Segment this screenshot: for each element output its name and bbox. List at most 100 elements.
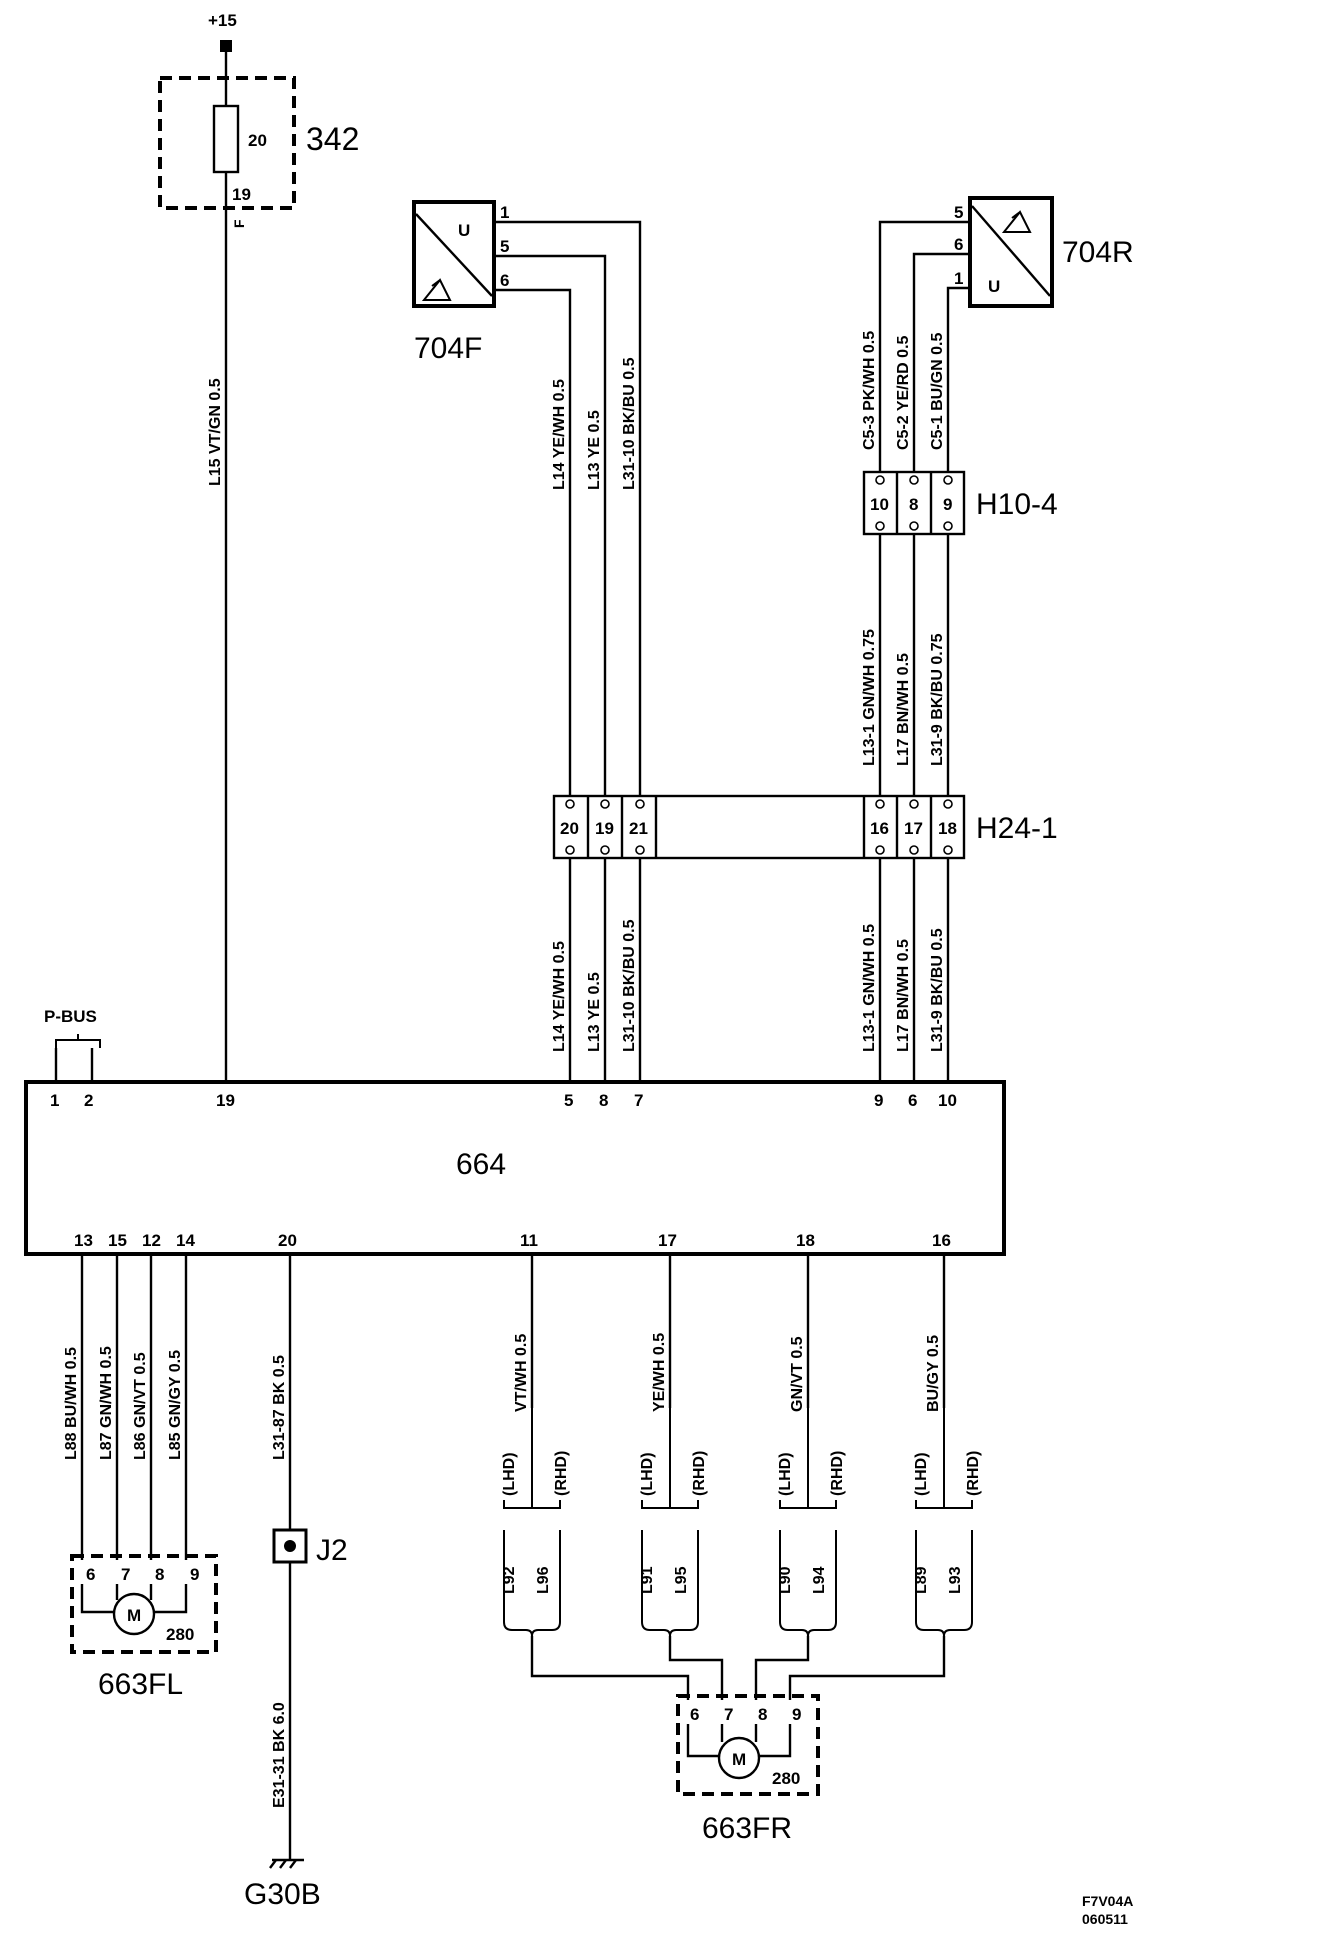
wire-label-fr-yewh: YE/WH 0.5 [651, 1333, 668, 1412]
module-pin-10: 10 [938, 1091, 957, 1110]
wire-code-l90: L90 [777, 1566, 794, 1594]
fl-motor-symbol [112, 1592, 156, 1636]
module-pin-8: 8 [599, 1091, 608, 1110]
module-pin-5: 5 [564, 1091, 573, 1110]
pbus-label: P-BUS [44, 1007, 97, 1026]
sensor-front-id: 704F [414, 332, 482, 365]
sensor-rear-pin-5: 5 [954, 203, 963, 222]
fl-pin-8: 8 [155, 1565, 164, 1584]
fr-motor-symbol [717, 1736, 761, 1780]
module-pin-16: 16 [932, 1231, 951, 1250]
wire-label-l88: L88 BU/WH 0.5 [63, 1347, 80, 1460]
wire-label-l31-9-mid: L31-9 BK/BU 0.75 [929, 633, 946, 766]
wire-code-l89: L89 [913, 1566, 930, 1594]
h10-pin-8: 8 [909, 495, 918, 514]
h10-pin-10: 10 [870, 495, 889, 514]
wire-label-l31-87: L31-87 BK 0.5 [271, 1355, 288, 1460]
h24-pin-16: 16 [870, 819, 889, 838]
module-pin-19: 19 [216, 1091, 235, 1110]
fl-pin-7: 7 [121, 1565, 130, 1584]
fr-pin-9: 9 [792, 1705, 801, 1724]
module-pin-6: 6 [908, 1091, 917, 1110]
lhd-label-4: (LHD) [913, 1452, 930, 1496]
sensor-front-pin-6: 6 [500, 271, 509, 290]
module-pin-12: 12 [142, 1231, 161, 1250]
h24-pin-17: 17 [904, 819, 923, 838]
wire-label-l17-mid: L17 BN/WH 0.5 [895, 653, 912, 766]
wire-code-l96: L96 [535, 1566, 552, 1594]
wire-label-l31-9-low: L31-9 BK/BU 0.5 [929, 928, 946, 1052]
wire-code-l95: L95 [673, 1566, 690, 1594]
wire-label-l15: L15 VT/GN 0.5 [207, 378, 224, 486]
wire-label-l13-lower: L13 YE 0.5 [586, 972, 603, 1052]
motor-fr-id: 663FR [702, 1812, 792, 1845]
variant-fork-l90-l94: (LHD) (RHD) L90 L94 [777, 1408, 846, 1637]
lhd-label-3: (LHD) [777, 1452, 794, 1496]
fr-pin-7: 7 [724, 1705, 733, 1724]
ground-symbol [269, 1858, 304, 1869]
fuse-box-342: 20 19 F [158, 76, 296, 228]
fuse-symbol [212, 104, 240, 174]
module-pin-13: 13 [74, 1231, 93, 1250]
h24-pin-21: 21 [629, 819, 648, 838]
connector-h24-1: 20 19 21 16 17 18 [552, 794, 966, 860]
motor-663fl: 6 7 8 9 M 280 [70, 1554, 218, 1654]
fuse-pin: 19 [232, 185, 251, 204]
h10-pin-9: 9 [943, 495, 952, 514]
lhd-label-2: (LHD) [639, 1452, 656, 1496]
sensor-704r: U [968, 196, 1054, 308]
lhd-label-1: (LHD) [501, 1452, 518, 1496]
wire-label-l14-upper: L14 YE/WH 0.5 [551, 379, 568, 490]
module-664: 664 1 2 19 5 8 7 9 6 10 13 15 12 14 20 1… [24, 1080, 1006, 1256]
wire-label-l31-10-lower: L31-10 BK/BU 0.5 [621, 919, 638, 1052]
module-pin-7: 7 [634, 1091, 643, 1110]
wire-label-l13-upper: L13 YE 0.5 [586, 410, 603, 490]
fuse-rating: 20 [248, 131, 267, 150]
wire-label-l86: L86 GN/VT 0.5 [132, 1352, 149, 1460]
h24-pin-19: 19 [595, 819, 614, 838]
fr-motor-letter: M [732, 1750, 746, 1769]
fl-motor-letter: M [127, 1606, 141, 1625]
fr-motor-code: 280 [772, 1769, 800, 1788]
sensor-front-symbol: U [458, 221, 470, 240]
wire-label-fr-vtwh: VT/WH 0.5 [513, 1334, 530, 1412]
wire-label-l13-1-low: L13-1 GN/WH 0.5 [861, 924, 878, 1052]
fuse-id: 342 [306, 121, 359, 157]
sensor-rear-pin-6: 6 [954, 235, 963, 254]
wire-label-l87: L87 GN/WH 0.5 [98, 1346, 115, 1460]
module-pin-9: 9 [874, 1091, 883, 1110]
footer-code: F7V04A [1082, 1893, 1133, 1909]
fl-pin-9: 9 [190, 1565, 199, 1584]
sensor-front-pin-5: 5 [500, 237, 509, 256]
wire-label-l85: L85 GN/GY 0.5 [167, 1350, 184, 1460]
h24-pin-20: 20 [560, 819, 579, 838]
sensor-rear-symbol: U [988, 277, 1000, 296]
wire-label-l14-lower: L14 YE/WH 0.5 [551, 941, 568, 1052]
variant-fork-l92-l96: (LHD) (RHD) L92 L96 [501, 1408, 570, 1637]
module-pin-14: 14 [176, 1231, 195, 1250]
fr-pin-6: 6 [690, 1705, 699, 1724]
rhd-label-4: (RHD) [965, 1451, 982, 1496]
motor-663fr: 6 7 8 9 M 280 [676, 1694, 820, 1796]
motor-fl-id: 663FL [98, 1668, 183, 1701]
module-id: 664 [456, 1148, 506, 1181]
sensor-rear-id: 704R [1062, 236, 1134, 269]
variant-fork-l91-l95: (LHD) (RHD) L91 L95 [639, 1408, 708, 1637]
wire-code-l91: L91 [639, 1566, 656, 1594]
rhd-label-1: (RHD) [553, 1451, 570, 1496]
supply-terminal [220, 40, 232, 52]
wire-label-l31-10-upper: L31-10 BK/BU 0.5 [621, 357, 638, 490]
supply-label: +15 [208, 11, 237, 30]
h24-pin-18: 18 [938, 819, 957, 838]
module-pin-18: 18 [796, 1231, 815, 1250]
wire-label-l13-1-mid: L13-1 GN/WH 0.75 [861, 629, 878, 766]
connector-h10-id: H10-4 [976, 488, 1058, 521]
fuse-tag: F [231, 219, 247, 228]
wire-label-l17-low: L17 BN/WH 0.5 [895, 939, 912, 1052]
sensor-rear-pin-1: 1 [954, 269, 963, 288]
rhd-label-3: (RHD) [829, 1451, 846, 1496]
module-pin-2: 2 [84, 1091, 93, 1110]
wire-code-l93: L93 [947, 1566, 964, 1594]
wire-label-c5-1: C5-1 BU/GN 0.5 [929, 333, 946, 450]
